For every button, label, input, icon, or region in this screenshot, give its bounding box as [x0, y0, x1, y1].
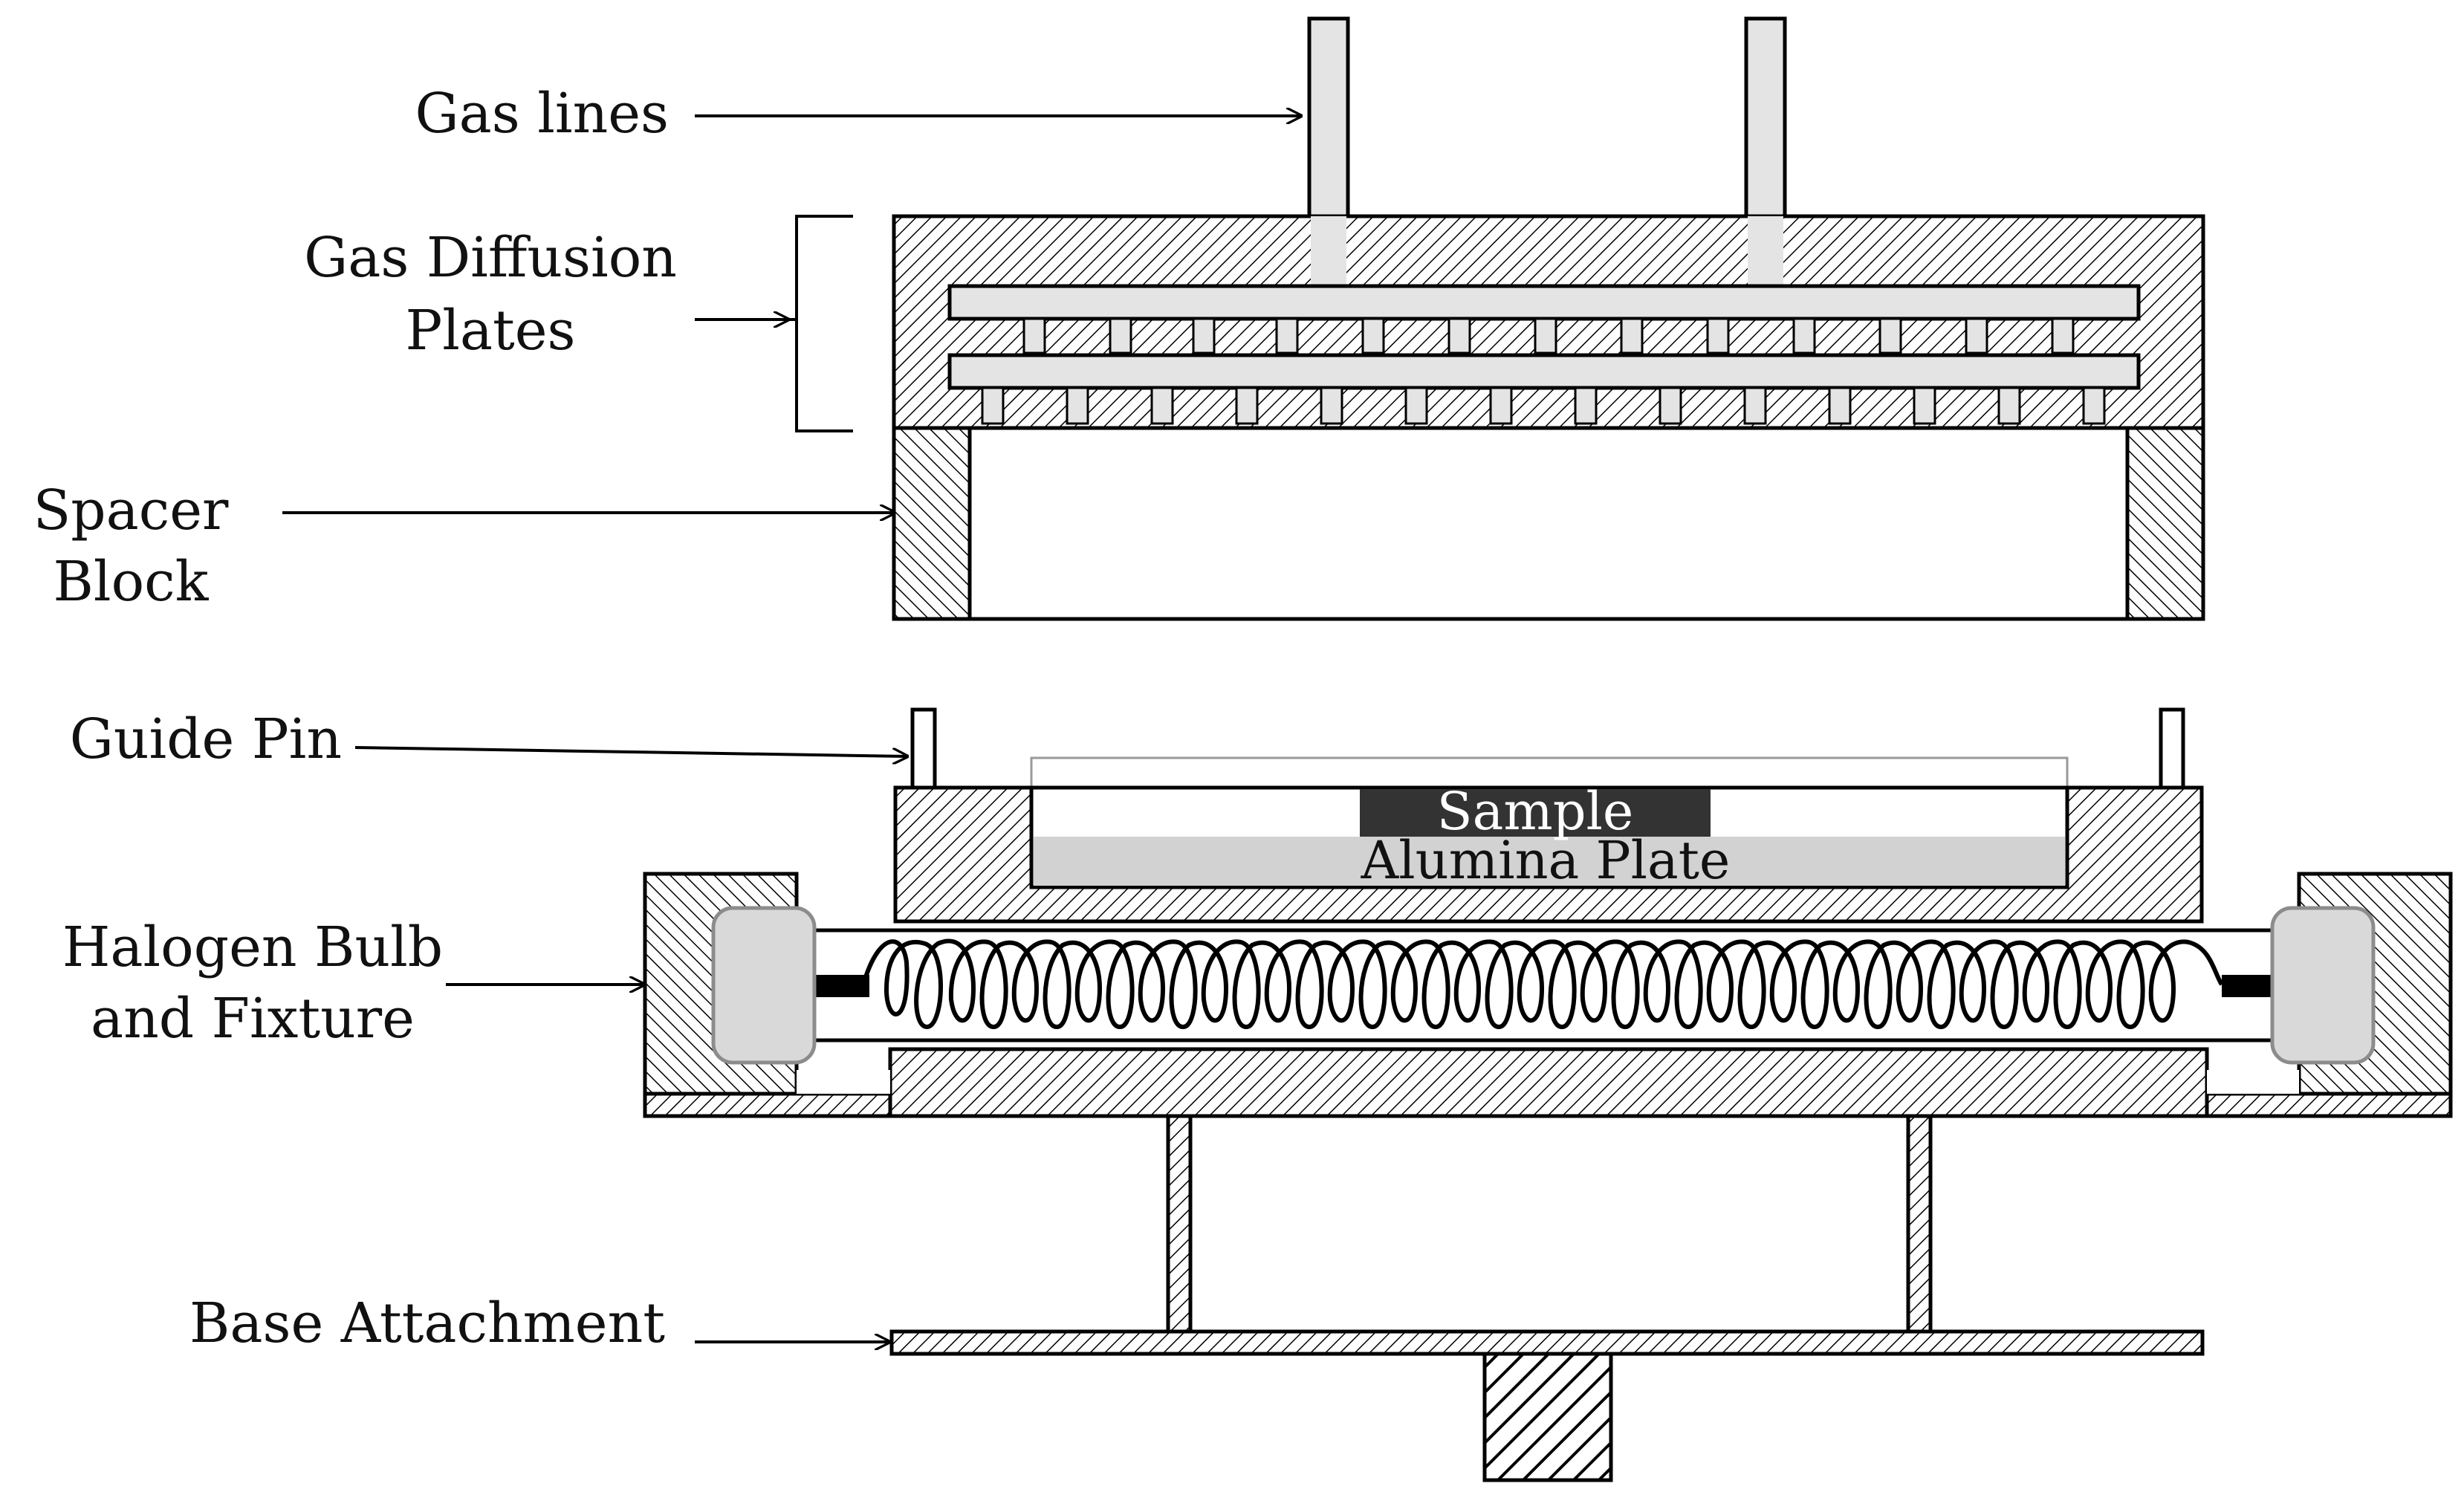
arrow-guide-pin	[354, 746, 908, 756]
label-base-attachment: Base Attachment	[189, 1291, 665, 1355]
sample-label: Sample	[1437, 781, 1634, 842]
base-plate	[889, 1329, 2205, 1356]
label-gas-lines: Gas lines	[415, 82, 670, 146]
gas-diffusion-plates	[892, 214, 2205, 430]
label-spacer-line2: Block	[54, 550, 210, 614]
diffusion-holes-upper	[1022, 317, 2075, 354]
support-post-left	[1166, 1114, 1193, 1334]
sample	[1360, 789, 1711, 837]
halogen-bulb	[711, 906, 2376, 1065]
bulb-cap-left	[711, 906, 817, 1065]
sample-holder: Sample Alumina Plate	[893, 756, 2204, 924]
label-spacer-line1: Spacer	[33, 479, 229, 542]
spacer-block	[892, 426, 2205, 621]
diffusion-holes-lower	[981, 386, 2106, 425]
support-post-right	[1906, 1114, 1933, 1334]
label-halogen-line2: and Fixture	[91, 987, 415, 1051]
label-guide-pin: Guide Pin	[70, 707, 342, 771]
label-gas-diffusion-line1: Gas Diffusion	[304, 226, 677, 290]
label-halogen-line1: Halogen Bulb	[62, 915, 443, 979]
base-attachment	[889, 1114, 2205, 1482]
alumina-plate-label: Alumina Plate	[1361, 830, 1731, 891]
base-stem	[1482, 1352, 1613, 1482]
bulb-cap-right	[2270, 906, 2376, 1065]
coil-icon	[863, 938, 2224, 1030]
label-gas-diffusion-line2: Plates	[405, 299, 575, 363]
diffusion-plate-upper	[947, 284, 2141, 321]
diffusion-plate-lower	[947, 353, 2141, 390]
alumina-plate	[1034, 837, 2065, 886]
guide-pin-left	[910, 707, 937, 792]
bracket-gas-diffusion	[789, 215, 853, 432]
guide-pin-right	[2159, 707, 2185, 792]
